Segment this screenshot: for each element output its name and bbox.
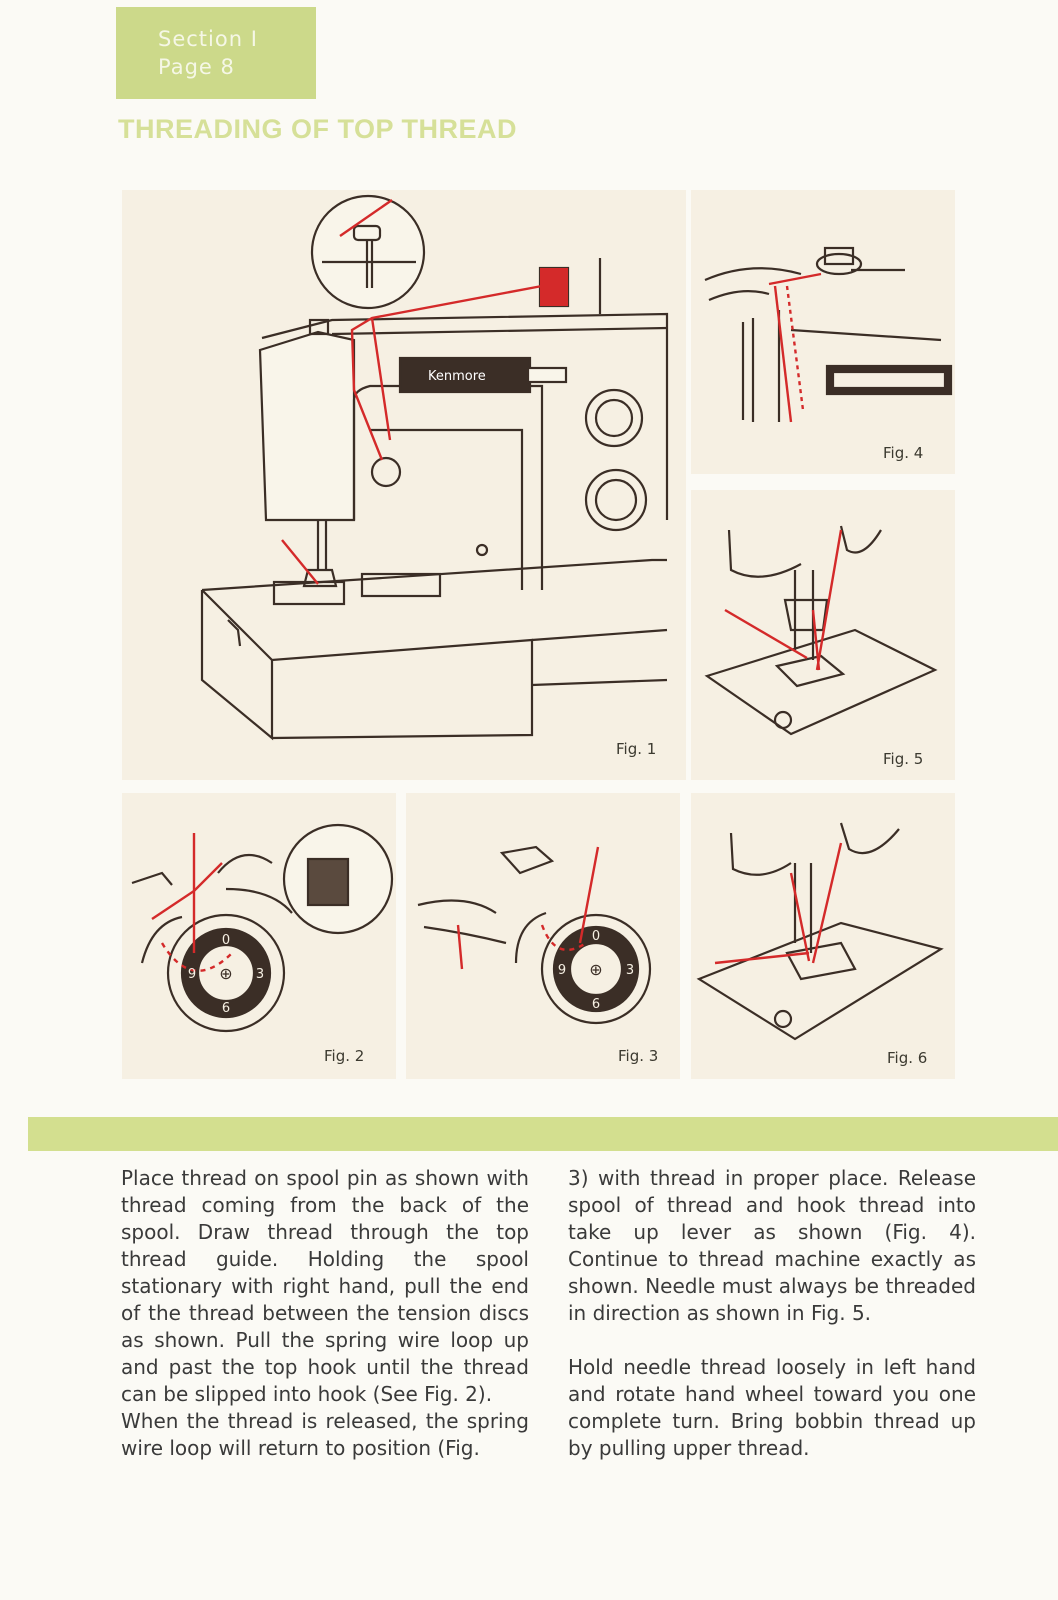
paragraph: Place thread on spool pin as shown with … bbox=[121, 1166, 529, 1406]
dial-center-icon: ⊕ bbox=[589, 960, 602, 979]
dial-number: 9 bbox=[558, 963, 566, 978]
fig-5-label: Fig. 5 bbox=[883, 750, 924, 768]
fig-1-label: Fig. 1 bbox=[616, 740, 657, 758]
paragraph: Hold needle thread loosely in left hand … bbox=[568, 1355, 976, 1460]
page-title: THREADING OF TOP THREAD bbox=[118, 114, 518, 144]
tension-discs-illustration: ⊕ 0 3 6 9 bbox=[131, 823, 394, 1033]
section-tab: Section I Page 8 bbox=[116, 7, 316, 99]
dial-number: 6 bbox=[592, 997, 600, 1012]
paragraph: When the thread is released, the spring … bbox=[121, 1409, 529, 1460]
section-label: Section I bbox=[158, 27, 258, 51]
fig-6-label: Fig. 6 bbox=[887, 1049, 928, 1067]
fig-2-label: Fig. 2 bbox=[324, 1047, 365, 1065]
page-label: Page 8 bbox=[158, 55, 235, 79]
dial-number: 0 bbox=[222, 933, 230, 948]
figure-3-panel: ⊕ 0 3 6 9 Fig. 3 bbox=[406, 793, 680, 1079]
dial-number: 3 bbox=[626, 963, 634, 978]
dial-number: 9 bbox=[188, 967, 196, 982]
figure-4-panel: Fig. 4 bbox=[691, 190, 955, 474]
spring-wire-loop-illustration: ⊕ 0 3 6 9 bbox=[417, 845, 652, 1025]
sewing-machine-illustration: Kenmore bbox=[200, 194, 669, 741]
dial-number: 6 bbox=[222, 1001, 230, 1016]
figure-5-panel: Fig. 5 bbox=[691, 490, 955, 780]
dial-number: 3 bbox=[256, 967, 264, 982]
paragraph: 3) with thread in proper place. Release … bbox=[568, 1166, 976, 1325]
spool-icon bbox=[540, 268, 568, 306]
figure-1-panel: Kenmore Fig. 1 bbox=[122, 190, 686, 780]
bobbin-thread-illustration bbox=[696, 822, 944, 1041]
dial-center-icon: ⊕ bbox=[219, 964, 232, 983]
brand-label: Kenmore bbox=[428, 369, 486, 384]
needle-threading-illustration bbox=[704, 525, 938, 736]
dial-number: 0 bbox=[592, 929, 600, 944]
figure-6-panel: Fig. 6 bbox=[691, 793, 955, 1079]
fig-4-label: Fig. 4 bbox=[883, 444, 924, 462]
section-divider-bar bbox=[28, 1117, 1058, 1151]
body-column-left: Place thread on spool pin as shown with … bbox=[121, 1165, 529, 1462]
body-column-right: 3) with thread in proper place. Release … bbox=[568, 1165, 976, 1462]
figure-2-panel: ⊕ 0 3 6 9 Fig. 2 bbox=[122, 793, 396, 1079]
fig-3-label: Fig. 3 bbox=[618, 1047, 659, 1065]
take-up-lever-illustration bbox=[704, 246, 953, 423]
